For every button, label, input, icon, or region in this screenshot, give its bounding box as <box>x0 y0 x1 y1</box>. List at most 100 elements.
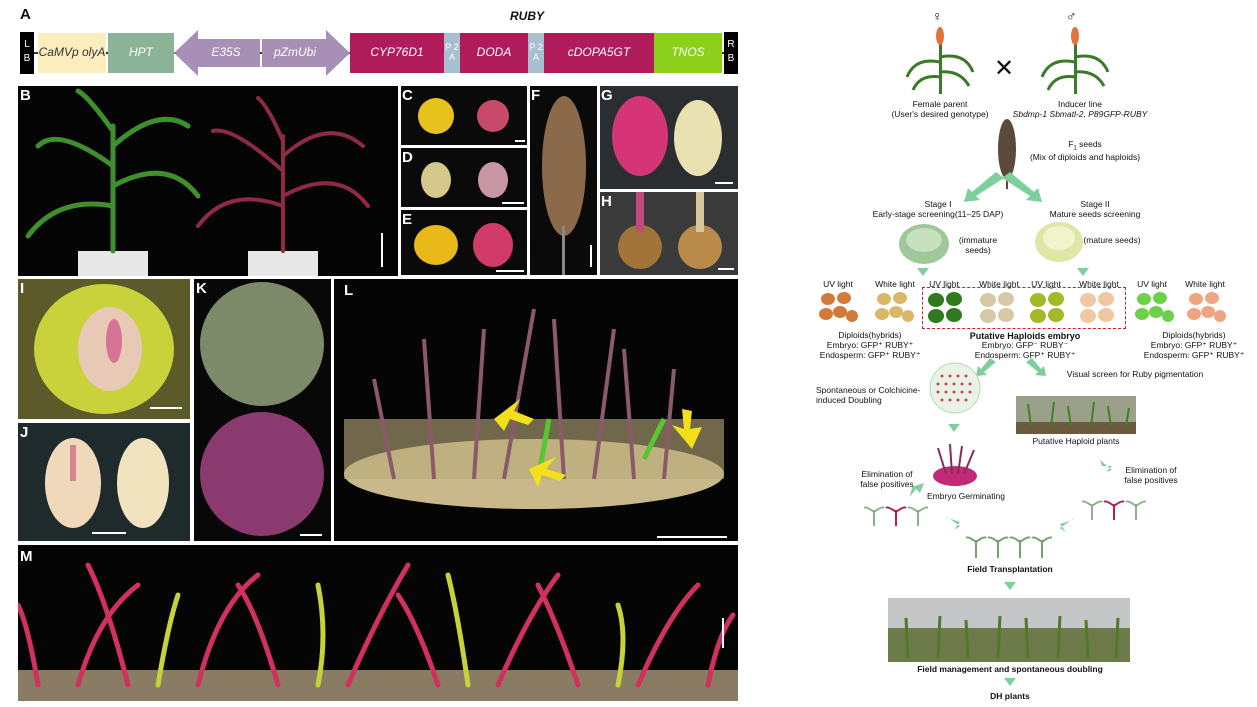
diploid-text-right: Diploids(hybrids) Embryo: GFP⁺ RUBY⁺ End… <box>1136 330 1252 360</box>
stage1-label: Stage I Early-stage screening(11–25 DAP) <box>858 199 1018 220</box>
photo-k-dishes <box>194 279 331 541</box>
white-label-1: White light <box>875 279 915 289</box>
lb-border: L B <box>20 32 34 74</box>
stage2-title: Stage II <box>1080 199 1110 209</box>
diploid-title-left: Diploids(hybrids) <box>838 330 902 340</box>
scale-bar-j <box>92 532 126 534</box>
segment-pzmubi: pZmUbi <box>273 45 316 60</box>
field-photo <box>888 598 1130 662</box>
panel-label-l: L <box>344 282 354 299</box>
diploid-title-right: Diploids(hybrids) <box>1162 330 1226 340</box>
scale-bar-k <box>300 534 322 536</box>
panel-label-a: A <box>20 6 31 23</box>
panel-label-g: G <box>601 87 613 104</box>
diploid-text-left: Diploids(hybrids) Embryo: GFP⁺ RUBY⁺ End… <box>812 330 928 360</box>
white-label-3: White light <box>1079 279 1119 289</box>
rb-letter-b: B <box>727 53 735 64</box>
seed-cluster-diploid-uv <box>819 292 858 322</box>
seed-cluster-diploid-uv-2 <box>1135 292 1174 322</box>
haploid-plants-photo <box>1016 396 1136 434</box>
photo-h-seeds <box>600 192 738 275</box>
uv-label-2: UV light <box>929 279 959 289</box>
stage2-label: Stage II Mature seeds screening <box>1030 199 1160 220</box>
down-arrow-field <box>1004 582 1016 590</box>
scale-bar-e <box>496 270 524 272</box>
field-management-label: Field management and spontaneous doublin… <box>917 664 1103 674</box>
female-symbol: ♀ <box>932 8 943 24</box>
down-arrow-germ <box>948 424 960 432</box>
panel-label-j: J <box>20 424 29 441</box>
f1-note: (Mix of diploids and haploids) <box>1029 151 1141 162</box>
photo-g-seeds <box>600 86 738 189</box>
panel-label-k: K <box>196 280 207 297</box>
photo-e-flowers <box>401 210 527 275</box>
diploid-endosperm-right: Endosperm: GFP⁺ RUBY⁺ <box>1143 349 1245 360</box>
panel-label-i: I <box>20 280 25 297</box>
side-arrow-left <box>910 483 924 497</box>
lb-letter-b: B <box>23 53 31 64</box>
rb-border: R B <box>724 32 738 74</box>
seed-cluster-haploid-white-1 <box>980 292 1014 323</box>
mature-seeds-pile <box>1035 222 1083 262</box>
haploid-plants-label: Putative Haploid plants <box>1032 436 1120 446</box>
field-transplantation-label: Field Transplantation <box>967 564 1053 574</box>
diploid-embryo-right: Embryo: GFP⁺ RUBY⁺ <box>1150 339 1238 350</box>
scale-bar-i <box>150 407 182 409</box>
seedlings-right <box>1082 500 1146 520</box>
white-label-4: White light <box>1185 279 1225 289</box>
e35s-arrow <box>174 30 260 76</box>
pzmubi-arrow <box>262 30 350 76</box>
panel-label-b: B <box>20 87 31 104</box>
female-plant-icon <box>905 27 975 94</box>
segment-e35s: E35S <box>211 45 241 60</box>
converge-arrow-left <box>946 516 960 530</box>
photo-m-field <box>18 545 738 701</box>
visual-screen-label: Visual screen for Ruby pigmentation <box>1066 369 1204 379</box>
down-arrow-dh <box>1004 678 1016 686</box>
male-symbol: ♂ <box>1066 8 1077 24</box>
down-arrow-stage2 <box>1077 268 1089 276</box>
inducer-text: Inducer line <box>1058 99 1102 109</box>
segment-p2a-2: P 2 A <box>528 33 544 73</box>
scale-bar-c <box>515 140 525 142</box>
elimination-label-left: Elimination of false positives <box>860 469 914 489</box>
haploid-branch-arrows <box>976 358 1046 376</box>
immature-seeds-pile <box>899 224 949 264</box>
stage2-desc: Mature seeds screening <box>1049 208 1141 219</box>
elimination-label-right: Elimination of false positives <box>1124 465 1178 485</box>
haploid-text: Putative Haploids embryo Embryo: GFP⁻ RU… <box>960 331 1090 361</box>
scale-bar-d <box>502 202 524 204</box>
immature-seeds-label: (immature seeds) <box>958 235 998 255</box>
panel-label-e: E <box>402 211 413 228</box>
female-parent-label: Female parent (User's desired genotype) <box>880 99 1000 120</box>
photo-i-embryo <box>18 279 190 419</box>
diploid-embryo-left: Embryo: GFP⁺ RUBY⁺ <box>826 339 914 350</box>
seedlings-left <box>864 506 928 526</box>
panel-label-h: H <box>601 193 612 210</box>
segment-hpt: HPT <box>108 33 174 73</box>
scale-bar-l <box>657 536 727 538</box>
segment-polya: CaMVp olyA <box>38 33 106 73</box>
seed-cluster-diploid-white <box>875 292 914 322</box>
down-arrow-stage1 <box>917 268 929 276</box>
f1-panicle-icon <box>998 119 1016 189</box>
seed-cluster-haploid-white-2 <box>1080 292 1114 323</box>
side-arrow-right <box>1100 460 1112 472</box>
panel-label-f: F <box>531 87 541 104</box>
photo-f-panicle <box>530 86 597 275</box>
diploid-endosperm-left: Endosperm: GFP⁺ RUBY⁺ <box>819 349 921 360</box>
segment-tnos: TNOS <box>654 33 722 73</box>
panel-label-m: M <box>20 548 33 565</box>
scale-bar-f <box>590 245 592 267</box>
doubling-label: Spontaneous or Colchicine-induced Doubli… <box>816 385 921 405</box>
photo-d-flowers <box>401 148 527 207</box>
seed-cluster-diploid-white-2 <box>1187 292 1226 322</box>
uv-label-1: UV light <box>823 279 853 289</box>
female-parent-text: Female parent <box>912 99 968 109</box>
panel-label-d: D <box>402 149 413 166</box>
photo-b-plants <box>18 86 398 276</box>
panel-label-c: C <box>402 87 413 104</box>
converge-arrow-right <box>1060 518 1074 532</box>
scale-bar-b <box>381 233 383 267</box>
segment-p2a-1: P 2 A <box>444 33 460 73</box>
